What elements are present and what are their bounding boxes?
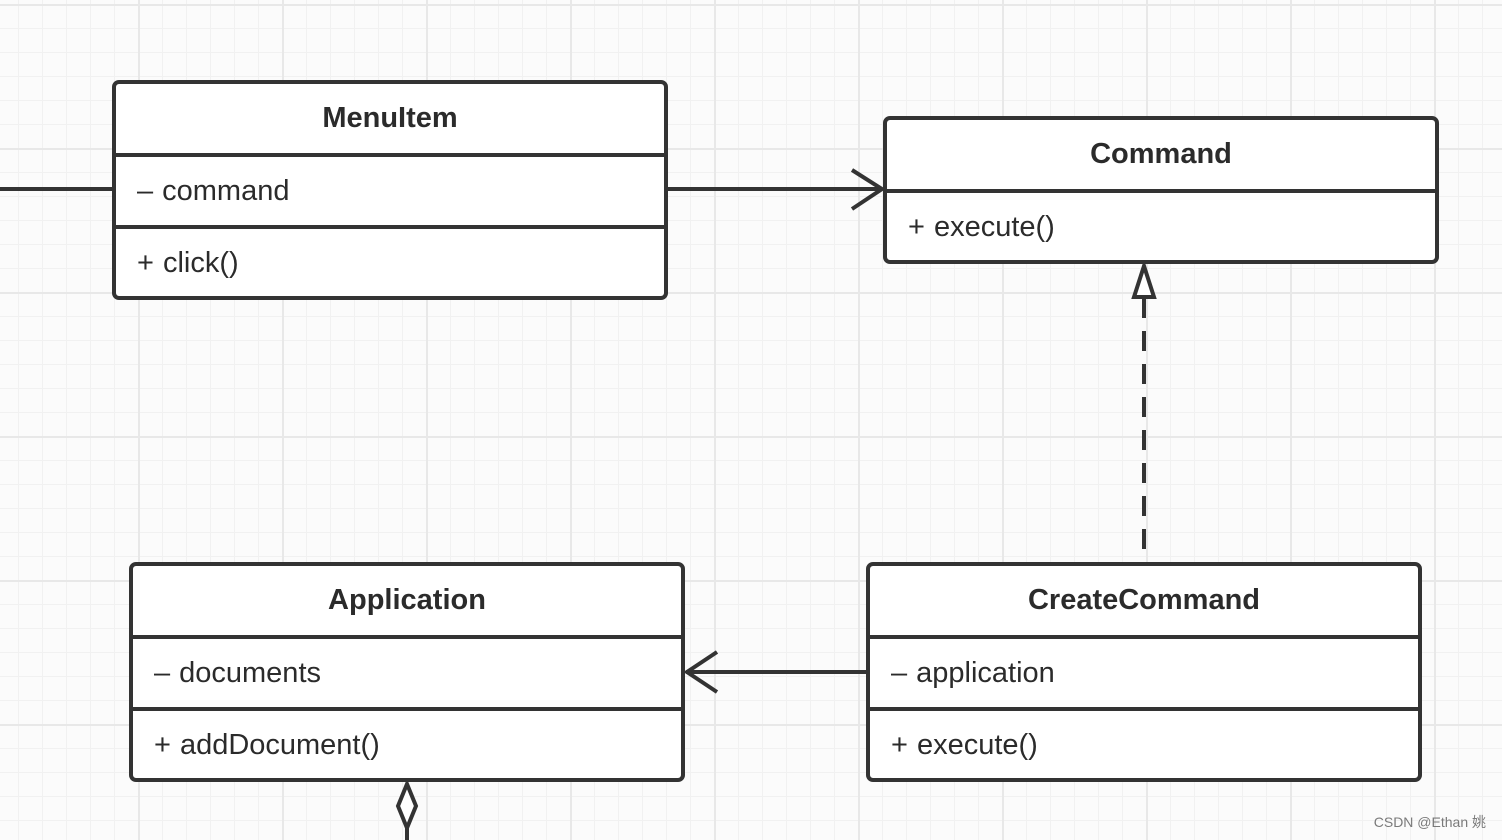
class-method: + execute()	[887, 189, 1435, 260]
method-name: execute()	[916, 728, 1038, 761]
application-aggregation	[395, 778, 419, 840]
class-name: CreateCommand	[1027, 584, 1261, 616]
createcommand-to-application-association	[683, 650, 868, 694]
watermark: CSDN @Ethan 姚	[1373, 814, 1486, 830]
class-application[interactable]: Application – documents + addDocument()	[129, 562, 685, 782]
method-name: execute()	[933, 210, 1055, 243]
class-name: Command	[1090, 138, 1232, 170]
class-menuitem[interactable]: MenuItem – command + click()	[112, 80, 668, 300]
visibility-marker: –	[137, 174, 154, 207]
visibility-marker: +	[891, 728, 908, 761]
class-attribute: – application	[870, 635, 1418, 707]
attribute-name: application	[916, 656, 1055, 689]
class-method: + click()	[116, 225, 664, 296]
class-attribute: – documents	[133, 635, 681, 707]
attribute-name: command	[162, 174, 290, 207]
createcommand-to-command-realization	[1131, 259, 1157, 564]
visibility-marker: +	[137, 246, 154, 279]
menuitem-to-command-association	[668, 168, 886, 211]
visibility-marker: +	[908, 210, 925, 243]
attribute-name: documents	[179, 656, 321, 689]
class-name: MenuItem	[322, 102, 458, 134]
class-method: + execute()	[870, 707, 1418, 778]
class-name: Application	[328, 584, 486, 616]
class-method: + addDocument()	[133, 707, 681, 778]
method-name: addDocument()	[179, 728, 380, 761]
visibility-marker: –	[891, 656, 908, 689]
visibility-marker: +	[154, 728, 171, 761]
visibility-marker: –	[154, 656, 171, 689]
method-name: click()	[162, 246, 239, 279]
class-command[interactable]: Command + execute()	[883, 116, 1439, 264]
class-createcommand[interactable]: CreateCommand – application + execute()	[866, 562, 1422, 782]
class-attribute: – command	[116, 153, 664, 225]
